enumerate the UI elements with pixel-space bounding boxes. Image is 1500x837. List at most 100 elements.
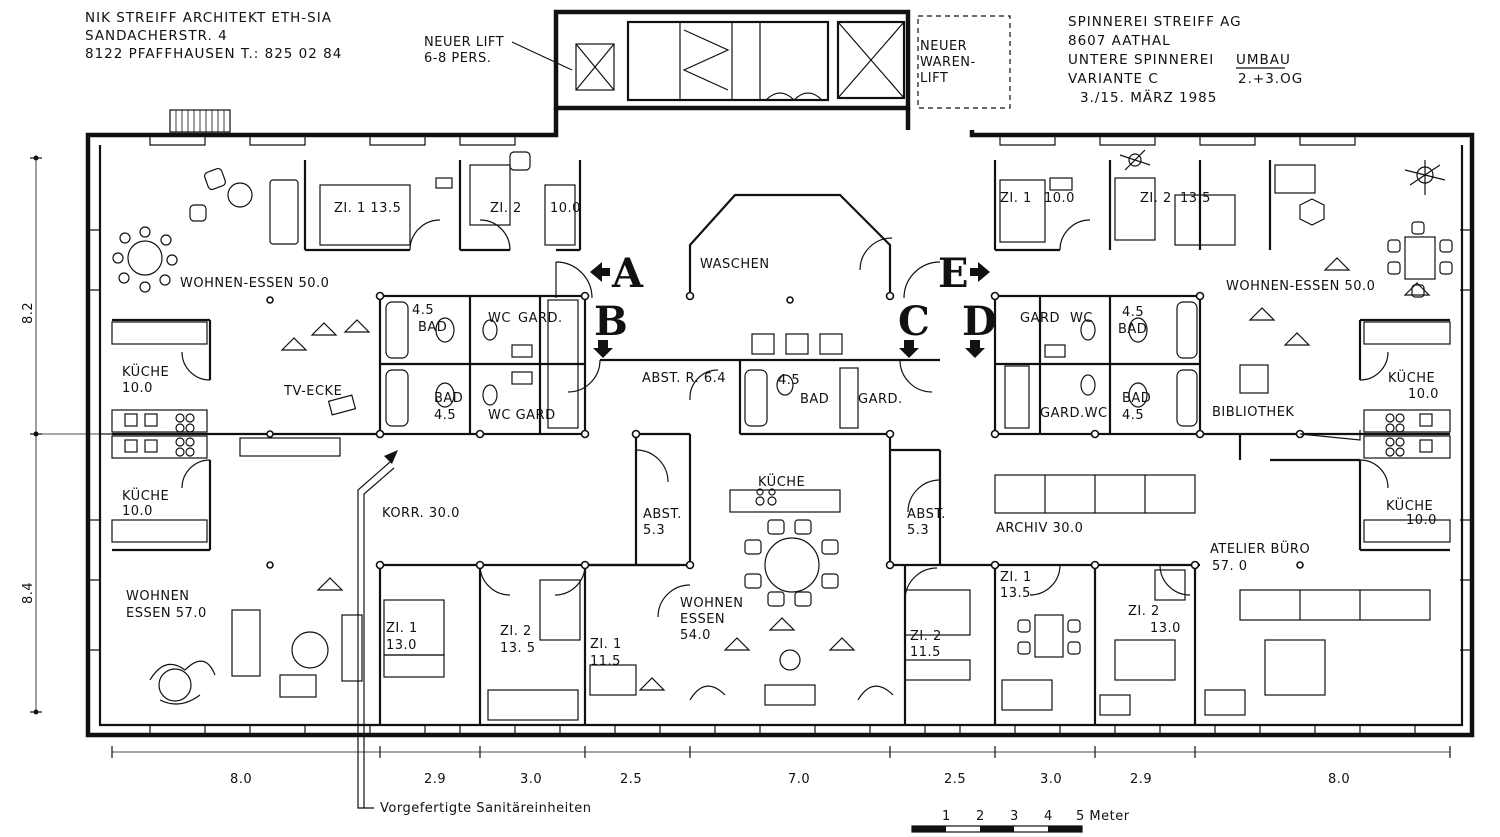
- scale-bar: 1 2 3 4 5 Meter: [911, 809, 1130, 833]
- bad-e1-area: 4.5: [1122, 305, 1144, 320]
- bad-e1-label: BAD: [1118, 322, 1147, 337]
- kueche-w2-area: 10.0: [122, 504, 153, 519]
- zi2-se2-area: 11.5: [910, 645, 941, 660]
- lift-leader-line: [511, 41, 573, 71]
- room-zi2-nw-area: 10.0: [550, 201, 581, 216]
- kueche-e1-label: KÜCHE: [1388, 369, 1435, 386]
- korridor-label: KORR. 30.0: [382, 506, 460, 521]
- gard-1-label: GARD.: [518, 311, 563, 326]
- client-variant: VARIANTE C: [1068, 71, 1159, 87]
- wc-gard-2-label: WC GARD: [488, 408, 556, 423]
- interior-walls: [100, 160, 1450, 725]
- zi2-se2-label: ZI. 2: [910, 629, 942, 644]
- section-mark-b: B: [594, 298, 628, 345]
- new-goods-lift-dashed: [917, 15, 1011, 109]
- bibliothek-label: BIBLIOTHEK: [1212, 405, 1294, 420]
- wc-1-label: WC: [488, 311, 511, 326]
- zi2-s1-label: ZI. 2: [500, 624, 532, 639]
- client-city: 8607 AATHAL: [1068, 33, 1171, 49]
- kueche-e2-area: 10.0: [1406, 513, 1437, 528]
- bad-c-area: 4.5: [778, 373, 800, 388]
- prefab-annotation: Vorgefertigte Sanitäreinheiten: [357, 450, 592, 816]
- zi1-se-label: ZI. 1: [1000, 570, 1032, 585]
- new-lift-shaft: [575, 43, 615, 91]
- abst-right-label: ABST.: [907, 507, 946, 522]
- room-labels: ZI. 1 13.5 ZI. 2 10.0 WOHNEN-ESSEN 50.0 …: [122, 191, 1439, 669]
- dimension-lines: 8.2 8.4 8.0 2.9 3.0 2.5 7.0 2.5 3.0 2.9 …: [21, 155, 1451, 787]
- dim-bottom-8: 2.9: [1130, 772, 1152, 787]
- lift-labels: NEUER LIFT 6-8 PERS. NEUER WAREN- LIFT: [424, 35, 976, 86]
- section-markers: A B C D E: [590, 250, 997, 358]
- atelier-area: 57. 0: [1212, 559, 1248, 574]
- goods-lift-label-3: LIFT: [920, 71, 948, 86]
- bad-1-label: BAD: [418, 320, 447, 335]
- zi2-ne-label: ZI. 2: [1140, 191, 1172, 206]
- new-lift-capacity: 6-8 PERS.: [424, 51, 491, 66]
- kueche-w1-label: KÜCHE: [122, 363, 169, 380]
- dim-bottom-2: 2.9: [424, 772, 446, 787]
- client-umbau: UMBAU: [1236, 52, 1291, 68]
- dim-bottom-4: 2.5: [620, 772, 642, 787]
- kueche-center-label: KÜCHE: [758, 473, 805, 490]
- staircase: [626, 20, 830, 102]
- scale-1: 1: [942, 809, 951, 824]
- outer-walls: [85, 109, 1475, 738]
- goods-lift-label-2: WAREN-: [920, 55, 976, 70]
- abst-right-area: 5.3: [907, 523, 929, 538]
- kueche-e1-area: 10.0: [1408, 387, 1439, 402]
- bad-2-area: 4.5: [434, 408, 456, 423]
- goods-lift-label-1: NEUER: [920, 39, 967, 54]
- section-mark-d: D: [962, 298, 997, 345]
- archiv-label: ARCHIV 30.0: [996, 521, 1083, 536]
- zi1-ne-label: ZI. 1: [1000, 191, 1032, 206]
- double-door: [765, 92, 823, 101]
- room-zi2-nw: ZI. 2: [490, 201, 522, 216]
- scale-3: 3: [1010, 809, 1019, 824]
- zi1-se-area: 13.5: [1000, 586, 1031, 601]
- client-block: SPINNEREI STREIFF AG 8607 AATHAL UNTERE …: [1068, 14, 1303, 106]
- new-lift-label: NEUER LIFT: [424, 35, 504, 50]
- wc-e-label: WC: [1070, 311, 1093, 326]
- room-wohnen-essen-east: WOHNEN-ESSEN 50.0: [1226, 279, 1375, 294]
- furniture: [111, 149, 1453, 721]
- bad-1-area: 4.5: [412, 303, 434, 318]
- goods-lift-shaft: [836, 20, 906, 100]
- abst-left-label: ABST.: [643, 507, 682, 522]
- zi1-ne-area: 10.0: [1044, 191, 1075, 206]
- zi2-s1-area: 13. 5: [500, 641, 536, 656]
- room-wohnen-essen-west: WOHNEN-ESSEN 50.0: [180, 276, 329, 291]
- room-zi1-nw: ZI. 1 13.5: [334, 201, 401, 216]
- gard-c-label: GARD.: [858, 392, 903, 407]
- abstellraum-label: ABST. R. 6.4: [642, 371, 726, 386]
- zi2-se-area: 13.0: [1150, 621, 1181, 636]
- dim-bottom-7: 3.0: [1040, 772, 1062, 787]
- bad-2-label: BAD: [434, 391, 463, 406]
- wohnen-center-area: 54.0: [680, 628, 711, 643]
- atelier-label: ATELIER BÜRO: [1210, 540, 1310, 557]
- gard-e-label: GARD: [1020, 311, 1060, 326]
- scale-4: 4: [1044, 809, 1053, 824]
- dim-bottom-3: 3.0: [520, 772, 542, 787]
- core-outline: [553, 9, 911, 111]
- scale-2: 2: [976, 809, 985, 824]
- client-date: 3./15. MÄRZ 1985: [1080, 88, 1217, 106]
- section-mark-a: A: [611, 250, 644, 297]
- kueche-w1-area: 10.0: [122, 381, 153, 396]
- client-floors: 2.+3.OG: [1238, 71, 1303, 87]
- scale-5-meter: 5 Meter: [1076, 809, 1130, 824]
- kueche-e2-label: KÜCHE: [1386, 497, 1433, 514]
- architect-street: SANDACHERSTR. 4: [85, 28, 228, 44]
- wohnen-sw-label: WOHNEN: [126, 589, 190, 604]
- architect-block: NIK STREIFF ARCHITEKT ETH-SIA SANDACHERS…: [85, 10, 342, 62]
- zi1-s1-area: 13.0: [386, 638, 417, 653]
- wohnen-sw-area: ESSEN 57.0: [126, 606, 207, 621]
- zi1-s1-label: ZI. 1: [386, 621, 418, 636]
- prefab-label: Vorgefertigte Sanitäreinheiten: [380, 801, 592, 816]
- kueche-w2-label: KÜCHE: [122, 487, 169, 504]
- tv-ecke-label: TV-ECKE: [283, 384, 342, 399]
- dim-bottom-6: 2.5: [944, 772, 966, 787]
- abst-left-area: 5.3: [643, 523, 665, 538]
- dim-left-top: 8.2: [21, 302, 36, 324]
- dim-bottom-5: 7.0: [788, 772, 810, 787]
- architect-city-phone: 8122 PFAFFHAUSEN T.: 825 02 84: [85, 46, 342, 62]
